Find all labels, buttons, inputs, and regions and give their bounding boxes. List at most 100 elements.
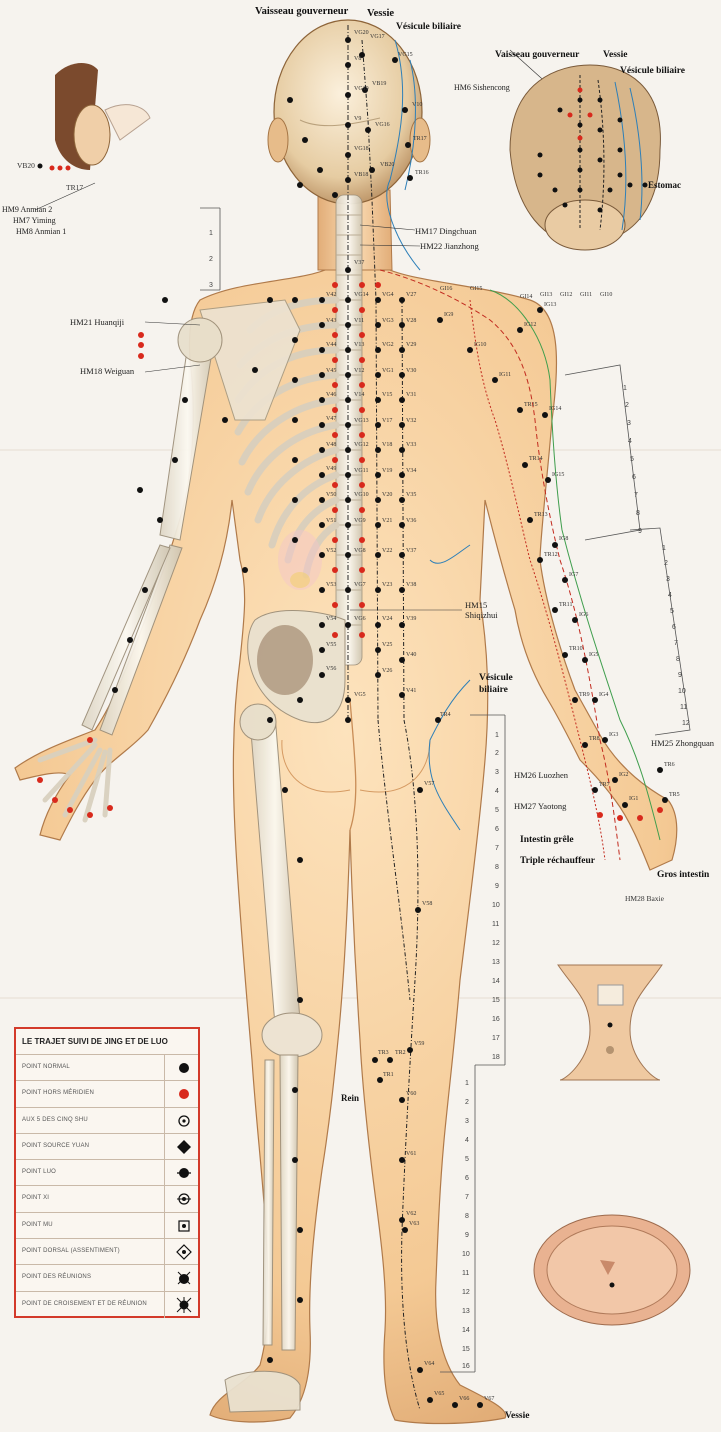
point-code: IG14 [549,406,561,412]
star-dot-icon [164,1292,203,1318]
point-code: TR17 [413,136,427,142]
inset-label-governor: Vaisseau gouverneur [495,50,579,60]
point-code: V40 [406,652,416,658]
point-code: V22 [382,548,392,554]
point-code: VG9 [354,518,366,524]
point-code: VG1 [382,368,394,374]
point-code: V62 [406,1211,416,1217]
label-hm18: HM18 Weiguan [80,366,134,376]
legend-row: POINT SOURCE YUAN [16,1134,198,1160]
legend-row-label: POINT DE CROISEMENT ET DE RÉUNION [22,1301,147,1307]
point-code: VB20 [380,162,394,168]
point-code: GI15 [470,286,482,292]
point-code: V39 [406,616,416,622]
point-code: VG14 [354,292,369,298]
point-code: V24 [382,616,392,622]
square-dot-icon [164,1213,203,1238]
point-code: V56 [326,666,336,672]
label-hm6: HM6 Sishencong [454,83,510,92]
point-code: VG20 [354,30,369,36]
point-code: VG19 [354,86,369,92]
target-icon [164,1186,203,1211]
point-code: V20 [382,492,392,498]
point-code: V54 [326,616,336,622]
label-large-intestine: Gros intestin [657,870,709,880]
point-code: V52 [326,548,336,554]
legend-row-label: POINT SOURCE YUAN [22,1143,89,1149]
point-code: V64 [424,1361,434,1367]
legend-row: POINT XI [16,1186,198,1212]
point-code: VG11 [354,468,368,474]
label-hm27: HM27 Yaotong [514,801,566,811]
point-code: VG2 [382,342,394,348]
label-hm22: HM22 Jianzhong [420,241,479,251]
legend-row-label: POINT DES RÉUNIONS [22,1274,91,1280]
point-code: V63 [409,1221,419,1227]
point-code: IG10 [474,342,486,348]
point-code: V17 [382,418,392,424]
diamond-dot-icon [164,1239,203,1264]
point-code: V37 [354,260,364,266]
point-code: V58 [422,901,432,907]
point-code: TR6 [664,762,675,768]
point-code: IG3 [609,732,618,738]
point-code: GI11 [580,292,592,298]
point-code: IG6 [579,612,588,618]
label-gallbladder-mid: Vésicule [479,673,513,683]
label-hm25: HM25 Zhongquan [651,738,714,748]
label-hm15: HM15 [465,600,487,610]
label-hm7: HM7 Yiming [13,216,56,225]
point-code: GI10 [600,292,612,298]
dot-black-icon [164,1055,203,1080]
sacrum-inset [558,965,662,1080]
legend-row: POINT NORMAL [16,1055,198,1081]
point-code: V67 [484,1396,494,1402]
point-code: V46 [326,392,336,398]
legend-row-label: AUX 5 DES CINQ SHU [22,1117,88,1123]
point-code: V57 [424,781,434,787]
point-code: IG13 [544,302,556,308]
legend-row-label: POINT MU [22,1222,53,1228]
point-code: V60 [406,1091,416,1097]
point-code: TR15 [524,402,538,408]
point-code: IG5 [589,652,598,658]
point-code: VG17 [370,34,385,40]
label-governor-vessel: Vaisseau gouverneur [255,6,348,17]
inset-label-gallbladder: Vésicule biliaire [620,66,685,76]
label-hm21: HM21 Huanqiji [70,317,124,327]
legend-row: POINT MU [16,1213,198,1239]
legend-row-label: POINT HORS MÉRIDIEN [22,1090,94,1096]
point-code: V53 [326,582,336,588]
inset-label-bladder: Vessie [603,50,627,60]
x-dot-icon [164,1265,203,1290]
point-code: V37 [406,548,416,554]
point-code: IG11 [499,372,511,378]
point-code: V43 [326,318,336,324]
point-code: TR5 [669,792,680,798]
legend-row-label: POINT DORSAL (ASSENTIMENT) [22,1248,120,1254]
point-code: IG2 [619,772,628,778]
point-code: IG15 [552,472,564,478]
label-gallbladder-mid-2: biliaire [479,685,508,695]
legend-row: POINT DORSAL (ASSENTIMENT) [16,1239,198,1265]
label-stomach: Estomac [648,180,681,190]
label-triple-warmer: Triple réchauffeur [520,856,595,866]
point-code: V42 [326,292,336,298]
legend-row-label: POINT NORMAL [22,1064,70,1070]
point-code: V18 [382,442,392,448]
point-code: VG16 [375,122,390,128]
label-vb20: VB20 [17,161,35,170]
point-code: GI14 [520,294,532,300]
ear-inset [38,63,151,170]
label-gallbladder: Vésicule biliaire [396,22,461,32]
legend-row: POINT HORS MÉRIDIEN [16,1081,198,1107]
dot-red-icon [164,1081,203,1106]
point-code: V8 [354,56,361,62]
point-code: V45 [326,368,336,374]
point-code: IG12 [524,322,536,328]
point-code: IG1 [629,796,638,802]
point-code: V31 [406,392,416,398]
point-code: VG4 [382,292,394,298]
point-code: V65 [434,1391,444,1397]
